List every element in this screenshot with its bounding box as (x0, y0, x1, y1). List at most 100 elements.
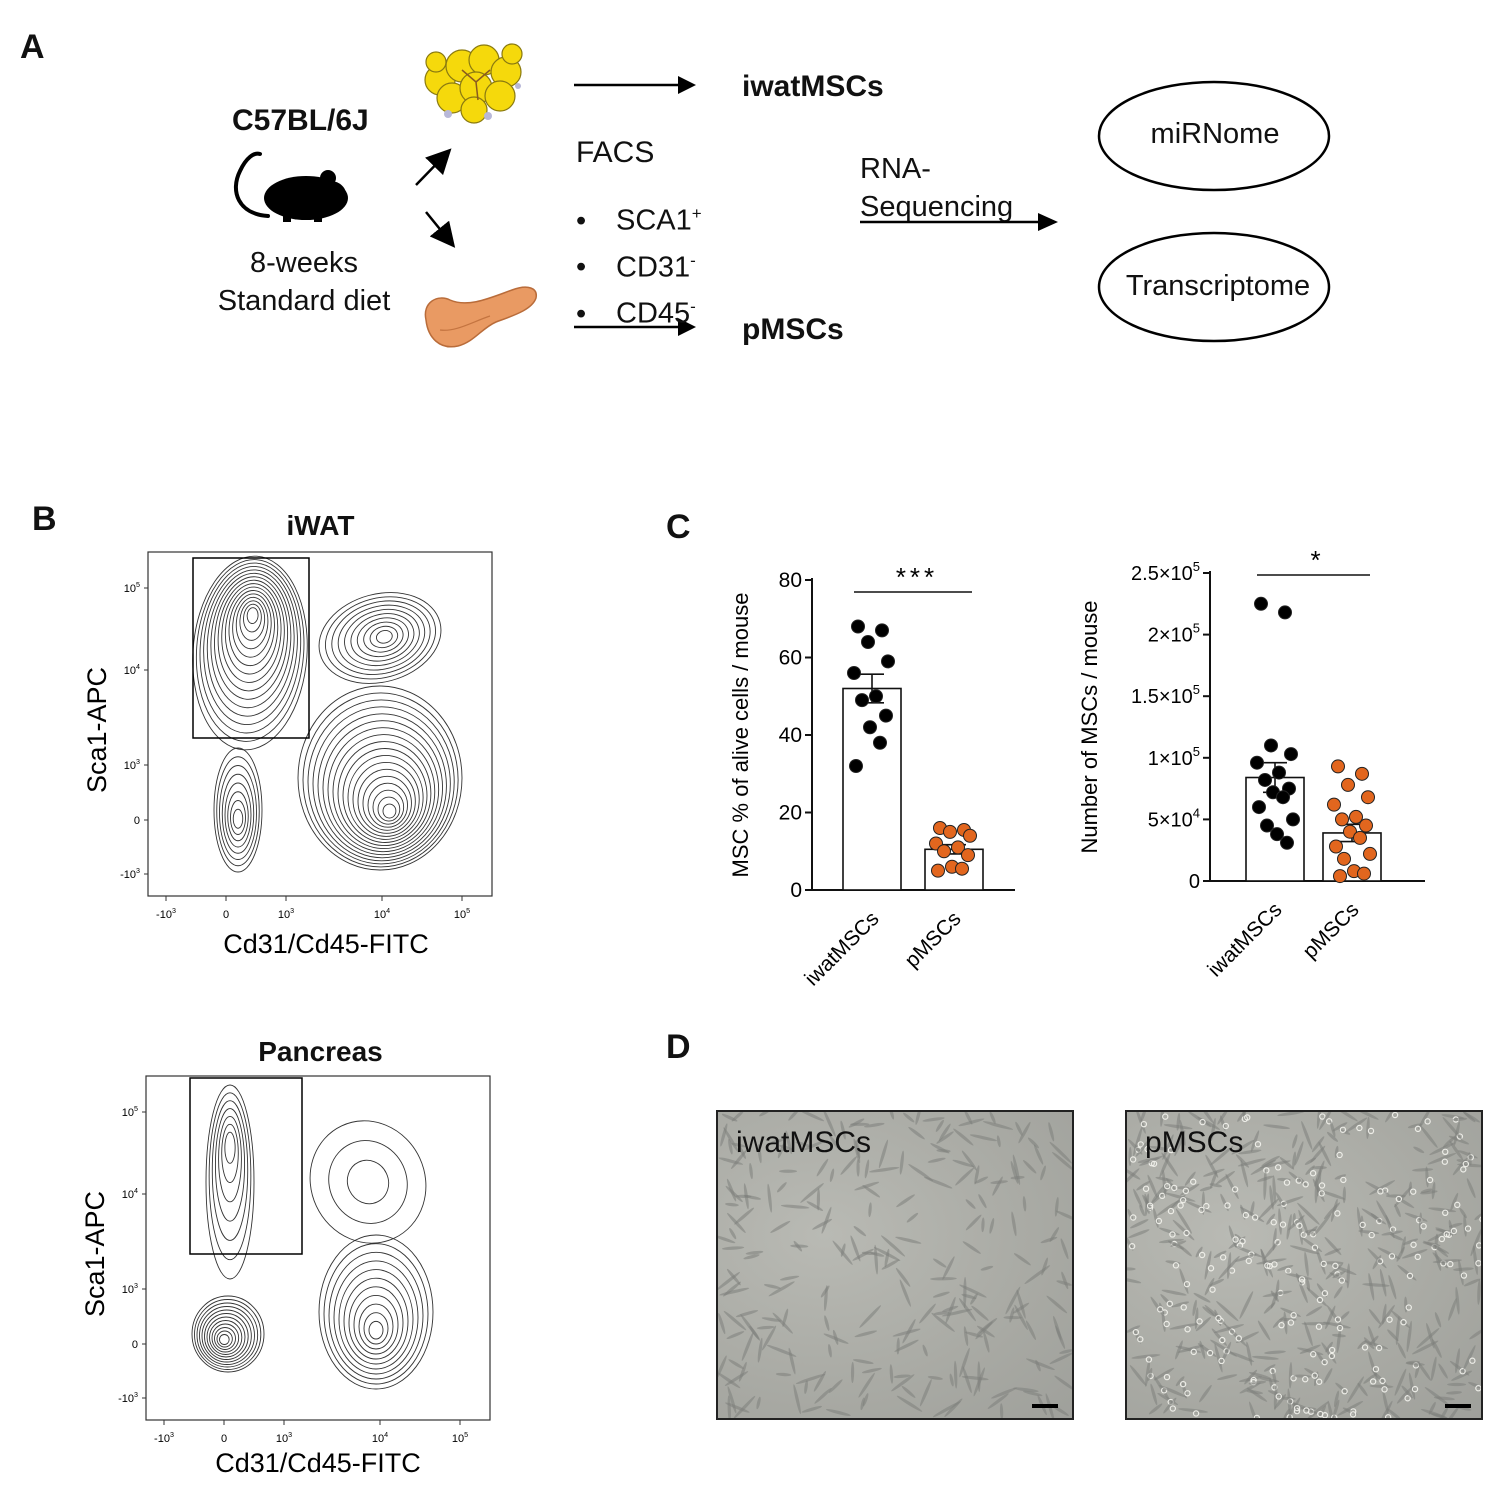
y-tick-label: 20 (779, 802, 802, 825)
micrograph-label: pMSCs (1145, 1126, 1244, 1159)
scale-bar (1445, 1404, 1471, 1408)
data-point (1361, 790, 1375, 805)
data-point (1329, 839, 1343, 854)
branch-arrows (415, 148, 456, 248)
data-point (1264, 738, 1278, 753)
data-point (1252, 800, 1266, 815)
y-tick-label: 0 (1189, 871, 1200, 893)
marker-item: •CD31- (576, 250, 696, 284)
data-point (955, 861, 969, 876)
flow-top-title: iWAT (286, 510, 355, 541)
contour-density (191, 1084, 434, 1390)
data-point (1363, 846, 1377, 861)
data-point (1327, 797, 1341, 812)
contour-density (192, 555, 463, 873)
y-tick-label: 0 (790, 879, 802, 902)
flow-bottom-title: Pancreas (258, 1036, 383, 1067)
data-point (1286, 812, 1300, 827)
data-point (1260, 818, 1274, 833)
data-point (1337, 851, 1351, 866)
y-tick-label: 1×105 (1148, 744, 1200, 770)
data-point (881, 654, 895, 669)
data-point (869, 689, 883, 704)
data-point (847, 666, 861, 680)
data-point (875, 623, 889, 638)
y-tick-label: 103 (124, 758, 140, 772)
pancreas-icon (424, 286, 537, 348)
arrow-to-iwatmscs (574, 76, 696, 94)
bar-group (1245, 596, 1305, 882)
y-tick-label: 5×104 (1148, 805, 1200, 831)
y-tick-label: -103 (120, 867, 140, 881)
marker-item: •CD45- (576, 297, 696, 330)
transcriptome-label: Transcriptome (1125, 270, 1311, 302)
data-point (1357, 866, 1371, 881)
data-point (1254, 596, 1268, 611)
rna-seq-label-line1: RNA- (860, 153, 931, 185)
flow-frame (145, 1075, 491, 1421)
data-point (1270, 827, 1284, 842)
x-tick-label: 105 (452, 1431, 468, 1445)
marker-item: •SCA1+ (576, 204, 702, 237)
x-tick-label: 0 (223, 909, 229, 921)
data-point (1276, 790, 1290, 805)
y-tick-label: 105 (122, 1105, 138, 1119)
gate-rectangle (189, 1077, 303, 1255)
data-point (1349, 809, 1363, 824)
micrograph-iwatmscs: iwatMSCs (716, 1110, 1074, 1420)
data-point (1258, 772, 1272, 787)
data-point (851, 619, 865, 634)
arrow-to-pmscs (574, 318, 696, 336)
y-tick-label: 104 (122, 1187, 138, 1201)
y-tick-label: 1.5×105 (1131, 682, 1200, 708)
x-tick-label: -103 (156, 907, 176, 921)
data-point (849, 759, 863, 773)
facs-title: FACS (576, 136, 655, 169)
data-point (951, 840, 965, 855)
data-point (1278, 605, 1292, 620)
age-label: 8-weeks (250, 247, 358, 279)
bar-group (1322, 759, 1382, 884)
x-tick-label: 103 (276, 1431, 292, 1445)
panel-letter-d: D (666, 1028, 691, 1066)
adipose-tissue-icon (424, 43, 523, 124)
y-tick-label: 105 (124, 581, 140, 595)
transcriptome-ellipse (1097, 231, 1331, 343)
y-tick-label: 0 (134, 815, 140, 827)
x-tick-label: 104 (372, 1431, 388, 1445)
flow-x-label: Cd31/Cd45-FITC (223, 929, 429, 959)
data-point (1333, 869, 1347, 884)
mirnome-label: miRNome (1150, 118, 1280, 150)
diet-label: Standard diet (217, 285, 391, 317)
flow-frame (147, 551, 493, 897)
x-tick-label: iwatMSCs (1203, 898, 1286, 981)
x-tick-label: 105 (454, 907, 470, 921)
mirnome-ellipse (1097, 80, 1331, 192)
bar (842, 687, 902, 891)
pmscs-output-label: pMSCs (742, 313, 844, 346)
data-point (863, 720, 877, 735)
y-tick-label: -103 (118, 1391, 138, 1405)
result-ellipses (1097, 80, 1331, 343)
data-point (879, 708, 893, 723)
data-point (1355, 766, 1369, 781)
data-point (1280, 835, 1294, 850)
data-point (1353, 830, 1367, 845)
scale-bar (1032, 1404, 1058, 1408)
panel-letter-a: A (20, 28, 45, 66)
x-tick-label: 103 (278, 907, 294, 921)
data-point (1359, 818, 1373, 833)
mouse-strain-label: C57BL/6J (232, 104, 369, 137)
data-point (937, 844, 951, 859)
data-point (1250, 755, 1264, 770)
x-tick-label: iwatMSCs (800, 907, 883, 990)
y-tick-label: 2×105 (1148, 621, 1200, 647)
significance-marker: *** (896, 562, 938, 592)
data-point (855, 693, 869, 708)
